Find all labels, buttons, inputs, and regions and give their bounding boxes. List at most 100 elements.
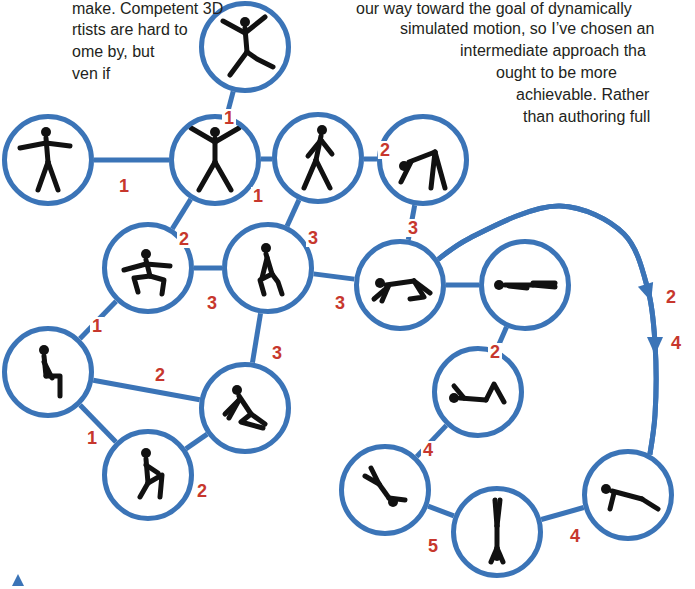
edge-weight: 3: [205, 294, 219, 312]
transition-line: [428, 506, 454, 516]
pose-figure: [20, 127, 70, 190]
figure-limb: [414, 281, 430, 293]
figure-limb: [379, 484, 389, 498]
pose-figure: [124, 249, 170, 294]
pose-circle: [479, 239, 571, 331]
figure-head: [39, 345, 49, 355]
figure-head: [317, 125, 327, 135]
figure-head: [449, 393, 459, 403]
figure-head: [210, 127, 220, 137]
edge-weight: 3: [306, 229, 320, 247]
figure-head: [240, 17, 250, 27]
figure-limb: [316, 160, 330, 188]
figure-limb: [497, 500, 500, 526]
figure-limb: [308, 140, 321, 156]
figure-head: [375, 278, 385, 288]
pose-figure: [449, 384, 504, 403]
edge-weight: 3: [270, 344, 284, 362]
figure-head: [41, 127, 51, 137]
figure-limb: [48, 162, 58, 190]
transition-line: [438, 206, 656, 455]
pose-figure: [365, 468, 405, 507]
figure-limb: [199, 162, 215, 190]
transition-line: [364, 156, 377, 161]
figure-limb: [382, 287, 388, 301]
pose-circle: [199, 362, 291, 454]
article-text: our way toward the goal of dynamically: [356, 0, 632, 18]
transition-line: [93, 380, 199, 399]
pose-figure: [304, 125, 332, 188]
edge-weight: 1: [251, 187, 265, 205]
edge-weight: 1: [222, 109, 236, 127]
pose-figure: [225, 385, 265, 428]
edge-weight: 2: [488, 343, 502, 361]
transition-line: [446, 283, 479, 288]
figure-limb: [46, 143, 70, 146]
figure-limb: [230, 52, 247, 75]
edge-weight: 1: [117, 177, 131, 195]
figure-limb: [247, 52, 273, 67]
pose-figure: [191, 127, 239, 190]
transition-line: [94, 158, 169, 163]
figure-head: [399, 161, 409, 171]
article-text: achievable. Rather: [516, 86, 649, 104]
figure-head: [141, 448, 151, 458]
figure-head: [232, 385, 242, 395]
pose-figure: [140, 448, 162, 497]
figure-limb: [260, 274, 272, 294]
article-text: rtists are hard to: [72, 21, 188, 39]
article-text: ven if: [72, 65, 110, 83]
edge-weight: 3: [333, 294, 347, 312]
pose-circle: [272, 112, 364, 204]
figure-limb: [229, 400, 239, 418]
figure-limb: [435, 152, 445, 188]
transition-line: [438, 206, 656, 455]
figure-limb: [533, 281, 555, 286]
article-text: than authoring full: [523, 108, 650, 126]
edge-weight: 2: [195, 482, 209, 500]
figure-limb: [20, 143, 46, 148]
edge-weight: 4: [669, 334, 683, 352]
transition-line: [314, 274, 355, 279]
figure-head: [261, 243, 271, 253]
transition-line: [186, 434, 207, 449]
figure-limb: [642, 499, 658, 509]
figure-limb: [505, 283, 533, 288]
pose-figure: [223, 17, 273, 75]
transition-line: [261, 156, 272, 161]
edge-weight: 1: [90, 317, 104, 335]
figure-limb: [124, 264, 146, 270]
edge-weight: 2: [177, 230, 191, 248]
figure-head: [141, 249, 151, 259]
article-text: make. Competent 3D: [72, 0, 223, 18]
figure-limb: [304, 160, 316, 188]
pose-circle: [354, 239, 446, 331]
figure-head: [494, 280, 504, 290]
figure-limb: [148, 475, 162, 497]
figure-limb: [272, 274, 282, 294]
pose-figure: [374, 278, 430, 301]
figure-head: [388, 497, 398, 507]
figure-limb: [486, 384, 504, 402]
edge-weight: 2: [153, 366, 167, 384]
arrowhead: [647, 337, 663, 355]
pose-figure: [491, 500, 503, 562]
figure-limb: [215, 162, 231, 190]
pose-circle: [432, 346, 524, 438]
pose-figure: [494, 280, 555, 290]
edge-weight: 2: [378, 141, 392, 159]
pose-figure: [39, 345, 60, 396]
figure-limb: [251, 414, 265, 424]
edge-weight: 5: [426, 537, 440, 555]
pose-circle: [2, 326, 94, 418]
article-text: ome by, but: [72, 43, 154, 61]
figure-limb: [386, 281, 414, 285]
figure-limb: [146, 465, 158, 473]
figure-limb: [509, 286, 527, 288]
pose-circle: [377, 114, 469, 206]
transition-line: [287, 200, 299, 226]
pose-circle: [582, 449, 674, 541]
pose-circle: [451, 486, 543, 578]
figure-limb: [146, 264, 170, 266]
figure-limb: [321, 140, 332, 154]
